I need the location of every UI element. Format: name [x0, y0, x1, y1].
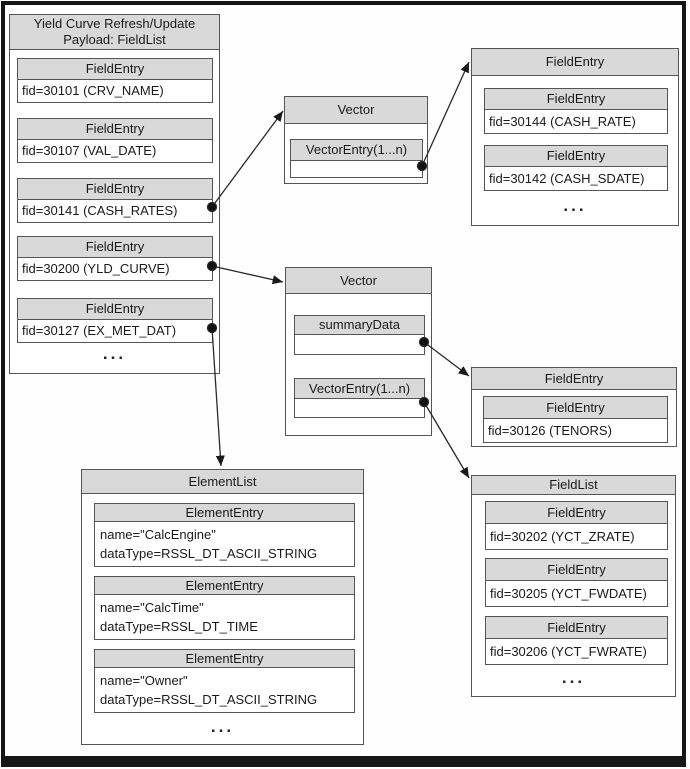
vector-mid-header: Vector: [286, 268, 431, 294]
tenors-fieldentry-box: FieldEntry FieldEntry fid=30126 (TENORS): [471, 367, 677, 447]
fieldentry-value: fid=30101 (CRV_NAME): [22, 83, 164, 98]
fieldentry-title: FieldEntry: [18, 179, 212, 200]
elemententry-title: ElementEntry: [95, 504, 354, 522]
ellipsis: ...: [561, 668, 586, 687]
vectorentry-body: [291, 161, 422, 177]
fieldentry-value: fid=30206 (YCT_FWRATE): [490, 644, 647, 659]
ellipsis: ...: [210, 717, 235, 736]
element-datatype: dataType=RSSL_DT_ASCII_STRING: [100, 546, 318, 561]
fieldentry-tenors: FieldEntry fid=30126 (TENORS): [483, 396, 668, 443]
vector-top-box: Vector VectorEntry(1...n): [284, 96, 428, 184]
ellipsis: ...: [563, 196, 587, 215]
fieldentry-title: FieldEntry: [486, 617, 667, 639]
fieldlist-header: FieldList: [472, 476, 675, 495]
payload-title-line1: Yield Curve Refresh/Update: [33, 16, 196, 31]
fieldentry-value: fid=30107 (VAL_DATE): [22, 143, 157, 158]
fieldentry-value: fid=30142 (CASH_SDATE): [489, 171, 645, 186]
fieldentry-yld-curve: FieldEntry fid=30200 (YLD_CURVE): [17, 236, 213, 281]
fieldentry-cash-sdate: FieldEntry fid=30142 (CASH_SDATE): [484, 145, 668, 191]
vectorentry-title: VectorEntry(1...n): [291, 140, 422, 161]
fieldentry-value: fid=30141 (CASH_RATES): [22, 203, 178, 218]
elemententry-owner: ElementEntry name="Owner" dataType=RSSL_…: [94, 649, 355, 713]
fieldentry-title: FieldEntry: [18, 299, 212, 320]
fieldlist-box: FieldList FieldEntry fid=30202 (YCT_ZRAT…: [471, 475, 676, 697]
fieldentry-title: FieldEntry: [486, 502, 667, 524]
elementlist-box: ElementList ElementEntry name="CalcEngin…: [81, 469, 364, 745]
element-datatype: dataType=RSSL_DT_TIME: [100, 619, 258, 634]
tenors-box-header: FieldEntry: [472, 368, 676, 390]
fieldentry-title: FieldEntry: [484, 397, 667, 419]
fieldentry-title: FieldEntry: [18, 119, 212, 140]
fieldentry-title: FieldEntry: [485, 146, 667, 167]
fieldentry-value: fid=30200 (YLD_CURVE): [22, 261, 170, 276]
fieldentry-title: FieldEntry: [18, 237, 212, 258]
ellipsis: ...: [102, 344, 127, 363]
fieldentry-value: fid=30144 (CASH_RATE): [489, 114, 636, 129]
fieldentry-yct-fwrate: FieldEntry fid=30206 (YCT_FWRATE): [485, 616, 668, 665]
payload-fieldlist-box: Yield Curve Refresh/Update Payload: Fiel…: [9, 14, 220, 374]
elemententry-body: name="CalcEngine" dataType=RSSL_DT_ASCII…: [95, 522, 354, 566]
summarydata-body: [295, 335, 424, 354]
fieldentry-value: fid=30127 (EX_MET_DAT): [22, 323, 177, 338]
fieldentry-cash-rates: FieldEntry fid=30141 (CASH_RATES): [17, 178, 213, 223]
arrow-yld-curve-to-vector: [211, 265, 284, 285]
elemententry-calctime: ElementEntry name="CalcTime" dataType=RS…: [94, 576, 355, 640]
cash-fieldentry-box: FieldEntry FieldEntry fid=30144 (CASH_RA…: [471, 48, 679, 226]
fieldentry-title: FieldEntry: [485, 89, 667, 110]
fieldentry-crv-name: FieldEntry fid=30101 (CRV_NAME): [17, 58, 213, 103]
element-datatype: dataType=RSSL_DT_ASCII_STRING: [100, 692, 318, 707]
fieldentry-value: fid=30202 (YCT_ZRATE): [490, 529, 635, 544]
vector-mid-box: Vector summaryData VectorEntry(1...n): [285, 267, 432, 436]
elemententry-calcengine: ElementEntry name="CalcEngine" dataType=…: [94, 503, 355, 567]
vectorentry-title: VectorEntry(1...n): [295, 379, 424, 399]
arrow-vectorentry-to-cash-fieldentry: [421, 61, 470, 167]
fieldentry-title: FieldEntry: [18, 59, 212, 80]
vectorentry-top: VectorEntry(1...n): [290, 139, 423, 178]
vectorentry-mid: VectorEntry(1...n): [294, 378, 425, 418]
arrow-cash-rates-to-vector: [211, 110, 284, 208]
element-name: name="Owner": [100, 673, 188, 688]
fieldentry-title: FieldEntry: [486, 559, 667, 581]
vectorentry-body: [295, 399, 424, 417]
fieldentry-value: fid=30126 (TENORS): [488, 423, 612, 438]
fieldentry-yct-fwdate: FieldEntry fid=30205 (YCT_FWDATE): [485, 558, 668, 607]
cash-box-header: FieldEntry: [472, 49, 678, 76]
fieldentry-yct-zrate: FieldEntry fid=30202 (YCT_ZRATE): [485, 501, 668, 550]
fieldentry-value: fid=30205 (YCT_FWDATE): [490, 586, 647, 601]
elemententry-body: name="Owner" dataType=RSSL_DT_ASCII_STRI…: [95, 668, 354, 712]
elemententry-body: name="CalcTime" dataType=RSSL_DT_TIME: [95, 595, 354, 639]
payload-box-header: Yield Curve Refresh/Update Payload: Fiel…: [10, 15, 219, 50]
element-name: name="CalcEngine": [100, 527, 216, 542]
summarydata-entry: summaryData: [294, 315, 425, 355]
fieldentry-cash-rate: FieldEntry fid=30144 (CASH_RATE): [484, 88, 668, 134]
summarydata-title: summaryData: [295, 316, 424, 335]
vector-top-header: Vector: [285, 97, 427, 124]
elementlist-header: ElementList: [82, 470, 363, 494]
elemententry-title: ElementEntry: [95, 650, 354, 668]
payload-title-line2: Payload: FieldList: [63, 32, 166, 47]
fieldentry-val-date: FieldEntry fid=30107 (VAL_DATE): [17, 118, 213, 163]
fieldentry-ex-met-dat: FieldEntry fid=30127 (EX_MET_DAT): [17, 298, 213, 343]
element-name: name="CalcTime": [100, 600, 204, 615]
elemententry-title: ElementEntry: [95, 577, 354, 595]
